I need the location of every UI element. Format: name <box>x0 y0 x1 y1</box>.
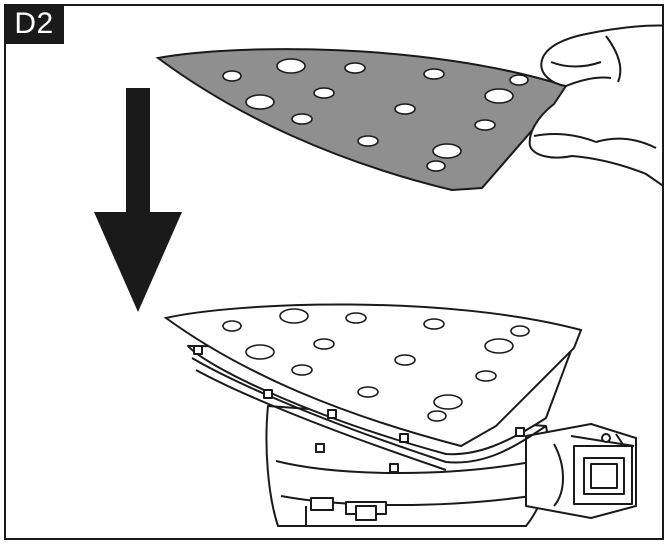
step-label-badge: D2 <box>4 4 64 44</box>
hand <box>528 24 662 187</box>
sanding-pad <box>163 303 583 448</box>
figure-frame <box>4 4 664 540</box>
sanding-sheet <box>155 48 568 192</box>
illustration <box>94 24 662 527</box>
arrow-down-icon <box>94 88 182 312</box>
